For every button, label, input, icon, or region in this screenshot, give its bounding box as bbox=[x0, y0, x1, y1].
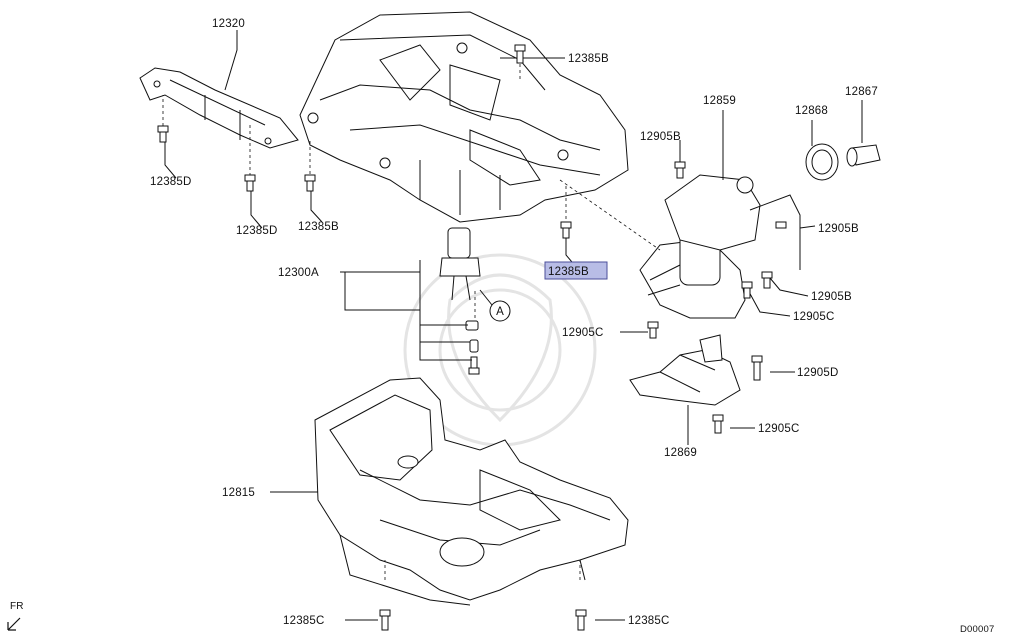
label-12905c-right[interactable]: 12905C bbox=[793, 311, 834, 323]
label-12385b-highlighted[interactable]: 12385B bbox=[548, 266, 589, 278]
callout-a-label: A bbox=[496, 306, 504, 318]
bolt-12905b-top[interactable] bbox=[674, 161, 686, 179]
label-12905c-left[interactable]: 12905C bbox=[562, 327, 603, 339]
bolt-12385d-mid[interactable] bbox=[244, 174, 256, 192]
fuel-pump-module[interactable] bbox=[439, 227, 481, 301]
fr-arrow-icon bbox=[7, 617, 21, 631]
tank-bracket[interactable] bbox=[139, 67, 299, 149]
fr-label: FR bbox=[10, 601, 24, 612]
label-12815[interactable]: 12815 bbox=[222, 487, 255, 499]
filler-cap[interactable] bbox=[846, 144, 881, 167]
bolt-12905b-mid[interactable] bbox=[761, 271, 773, 289]
bolt-12385b-hl[interactable] bbox=[560, 221, 572, 239]
bolt-12905c-right[interactable] bbox=[741, 281, 753, 299]
bolt-12385c-left[interactable] bbox=[379, 609, 391, 631]
bolt-12905c-left[interactable] bbox=[647, 321, 659, 339]
leader-lines bbox=[164, 30, 863, 621]
label-12905c-bottom[interactable]: 12905C bbox=[758, 423, 799, 435]
canister-assembly[interactable] bbox=[639, 174, 801, 319]
part-labels: 12320 12385B 12385D 12385D 12385B 12385B… bbox=[150, 18, 878, 627]
highlight-box bbox=[544, 261, 608, 280]
label-12905b-top[interactable]: 12905B bbox=[640, 131, 681, 143]
label-12385d-left[interactable]: 12385D bbox=[150, 176, 191, 188]
tank-undercover[interactable] bbox=[314, 377, 629, 606]
small-parts[interactable] bbox=[465, 320, 480, 375]
bolt-12385b-top[interactable] bbox=[514, 44, 526, 64]
label-12320[interactable]: 12320 bbox=[212, 18, 245, 30]
label-12300a[interactable]: 12300A bbox=[278, 267, 319, 279]
label-12867[interactable]: 12867 bbox=[845, 86, 878, 98]
label-12905b-right[interactable]: 12905B bbox=[818, 223, 859, 235]
label-12385b-left[interactable]: 12385B bbox=[298, 221, 339, 233]
bolt-12905c-bottom[interactable] bbox=[712, 414, 724, 434]
label-12385d-mid[interactable]: 12385D bbox=[236, 225, 277, 237]
label-12385c-left[interactable]: 12385C bbox=[283, 615, 324, 627]
bolt-12385b-left[interactable] bbox=[304, 174, 316, 192]
bolt-12385c-right[interactable] bbox=[575, 609, 587, 631]
label-12385b-top[interactable]: 12385B bbox=[568, 53, 609, 65]
bolts[interactable] bbox=[157, 44, 787, 631]
bolt-12905d[interactable] bbox=[751, 355, 763, 381]
label-12869[interactable]: 12869 bbox=[664, 447, 697, 459]
callout-a[interactable]: A bbox=[489, 300, 511, 322]
filler-ring[interactable] bbox=[805, 143, 839, 181]
drawing-code: D00007 bbox=[960, 624, 994, 635]
front-direction-indicator: FR bbox=[7, 601, 24, 631]
label-12859[interactable]: 12859 bbox=[703, 95, 736, 107]
fuel-tank[interactable] bbox=[299, 11, 629, 223]
bolt-12905b-right[interactable] bbox=[775, 221, 787, 229]
label-12905b-mid[interactable]: 12905B bbox=[811, 291, 852, 303]
label-12385c-right[interactable]: 12385C bbox=[628, 615, 669, 627]
bolt-12385d-left[interactable] bbox=[157, 125, 169, 143]
label-12868[interactable]: 12868 bbox=[795, 105, 828, 117]
label-12905d[interactable]: 12905D bbox=[797, 367, 838, 379]
canister-bracket[interactable] bbox=[629, 334, 741, 406]
